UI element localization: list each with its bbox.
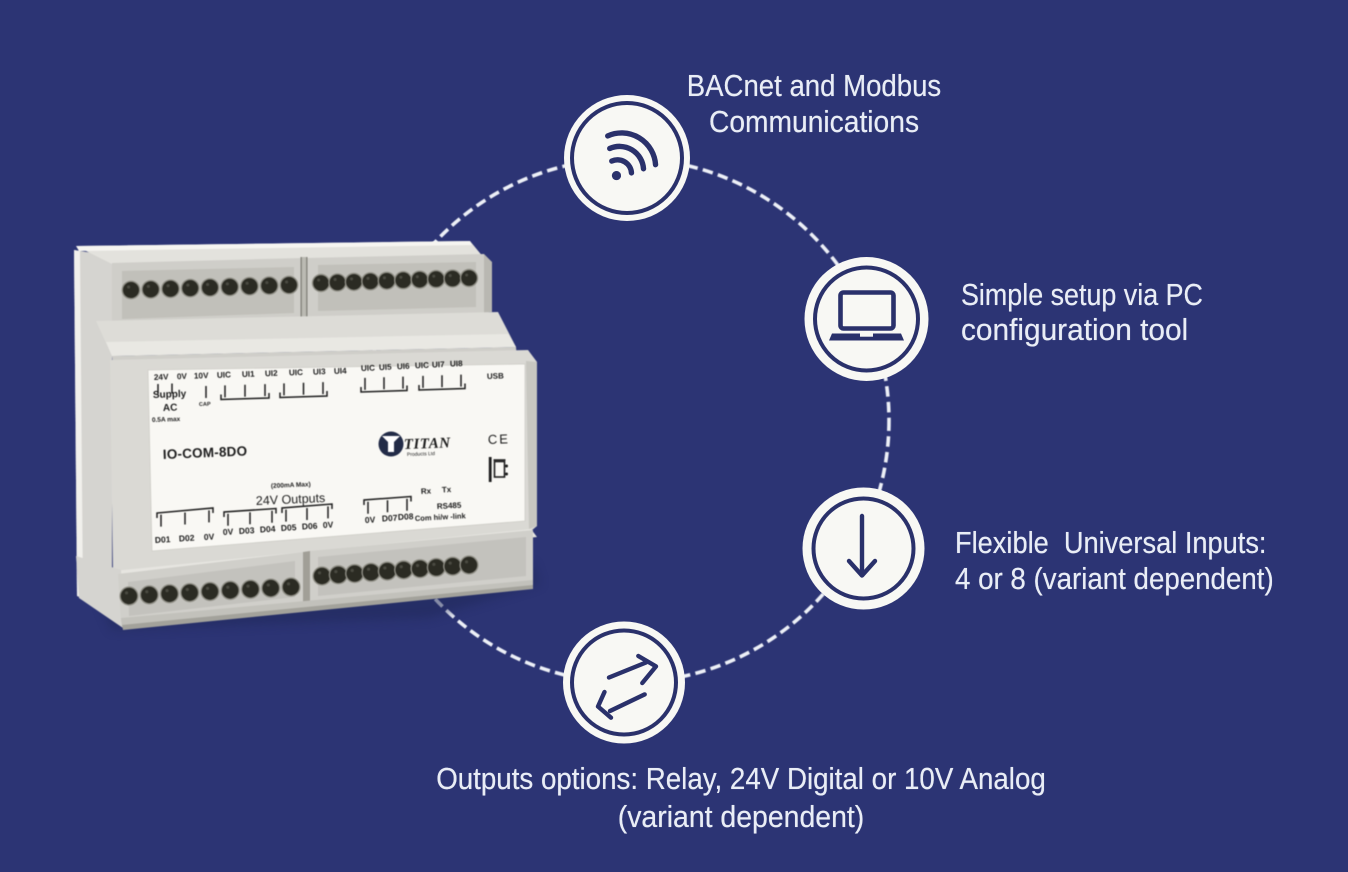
svg-text:CAP: CAP [199, 402, 211, 408]
svg-text:0.5A max: 0.5A max [152, 416, 181, 424]
svg-text:D05: D05 [281, 522, 297, 533]
svg-text:UIC: UIC [361, 364, 375, 373]
svg-text:Com hi/w -link: Com hi/w -link [415, 511, 467, 523]
svg-text:UIC: UIC [415, 361, 429, 370]
svg-text:D03: D03 [239, 525, 255, 536]
svg-text:AC: AC [163, 403, 178, 414]
svg-text:UI3: UI3 [313, 367, 326, 376]
svg-text:UIC: UIC [289, 368, 303, 377]
svg-text:D04: D04 [260, 524, 276, 535]
svg-text:D06: D06 [302, 521, 318, 532]
svg-text:UI7: UI7 [432, 360, 445, 369]
svg-text:USB: USB [487, 371, 504, 381]
svg-text:CE: CE [488, 431, 511, 447]
svg-text:(200mA Max): (200mA Max) [271, 481, 311, 490]
svg-text:Tx: Tx [442, 485, 452, 495]
svg-text:UI5: UI5 [379, 363, 392, 372]
svg-text:0V: 0V [204, 531, 215, 542]
svg-text:Products Ltd: Products Ltd [407, 451, 435, 458]
svg-text:TITAN: TITAN [404, 435, 452, 453]
svg-text:IO-COM-8DO: IO-COM-8DO [162, 443, 247, 462]
svg-text:UI8: UI8 [450, 359, 463, 368]
svg-text:Rx: Rx [421, 486, 432, 496]
svg-text:24V: 24V [154, 372, 169, 382]
svg-text:D08: D08 [398, 511, 414, 522]
svg-text:0V: 0V [323, 519, 334, 530]
svg-text:10V: 10V [194, 371, 209, 381]
svg-text:UI2: UI2 [265, 369, 278, 378]
svg-text:UI1: UI1 [242, 370, 255, 379]
svg-text:Supply: Supply [153, 389, 187, 401]
svg-text:D01: D01 [155, 534, 171, 545]
svg-text:D07: D07 [382, 513, 398, 524]
svg-text:24V Outputs: 24V Outputs [256, 491, 326, 508]
svg-text:UI4: UI4 [334, 366, 347, 375]
svg-text:UIC: UIC [217, 370, 231, 379]
svg-text:0V: 0V [223, 526, 234, 537]
svg-text:RS485: RS485 [437, 501, 462, 511]
svg-text:0V: 0V [177, 372, 188, 381]
svg-text:0V: 0V [365, 514, 376, 525]
svg-text:UI6: UI6 [397, 362, 410, 371]
svg-text:D02: D02 [179, 533, 195, 544]
